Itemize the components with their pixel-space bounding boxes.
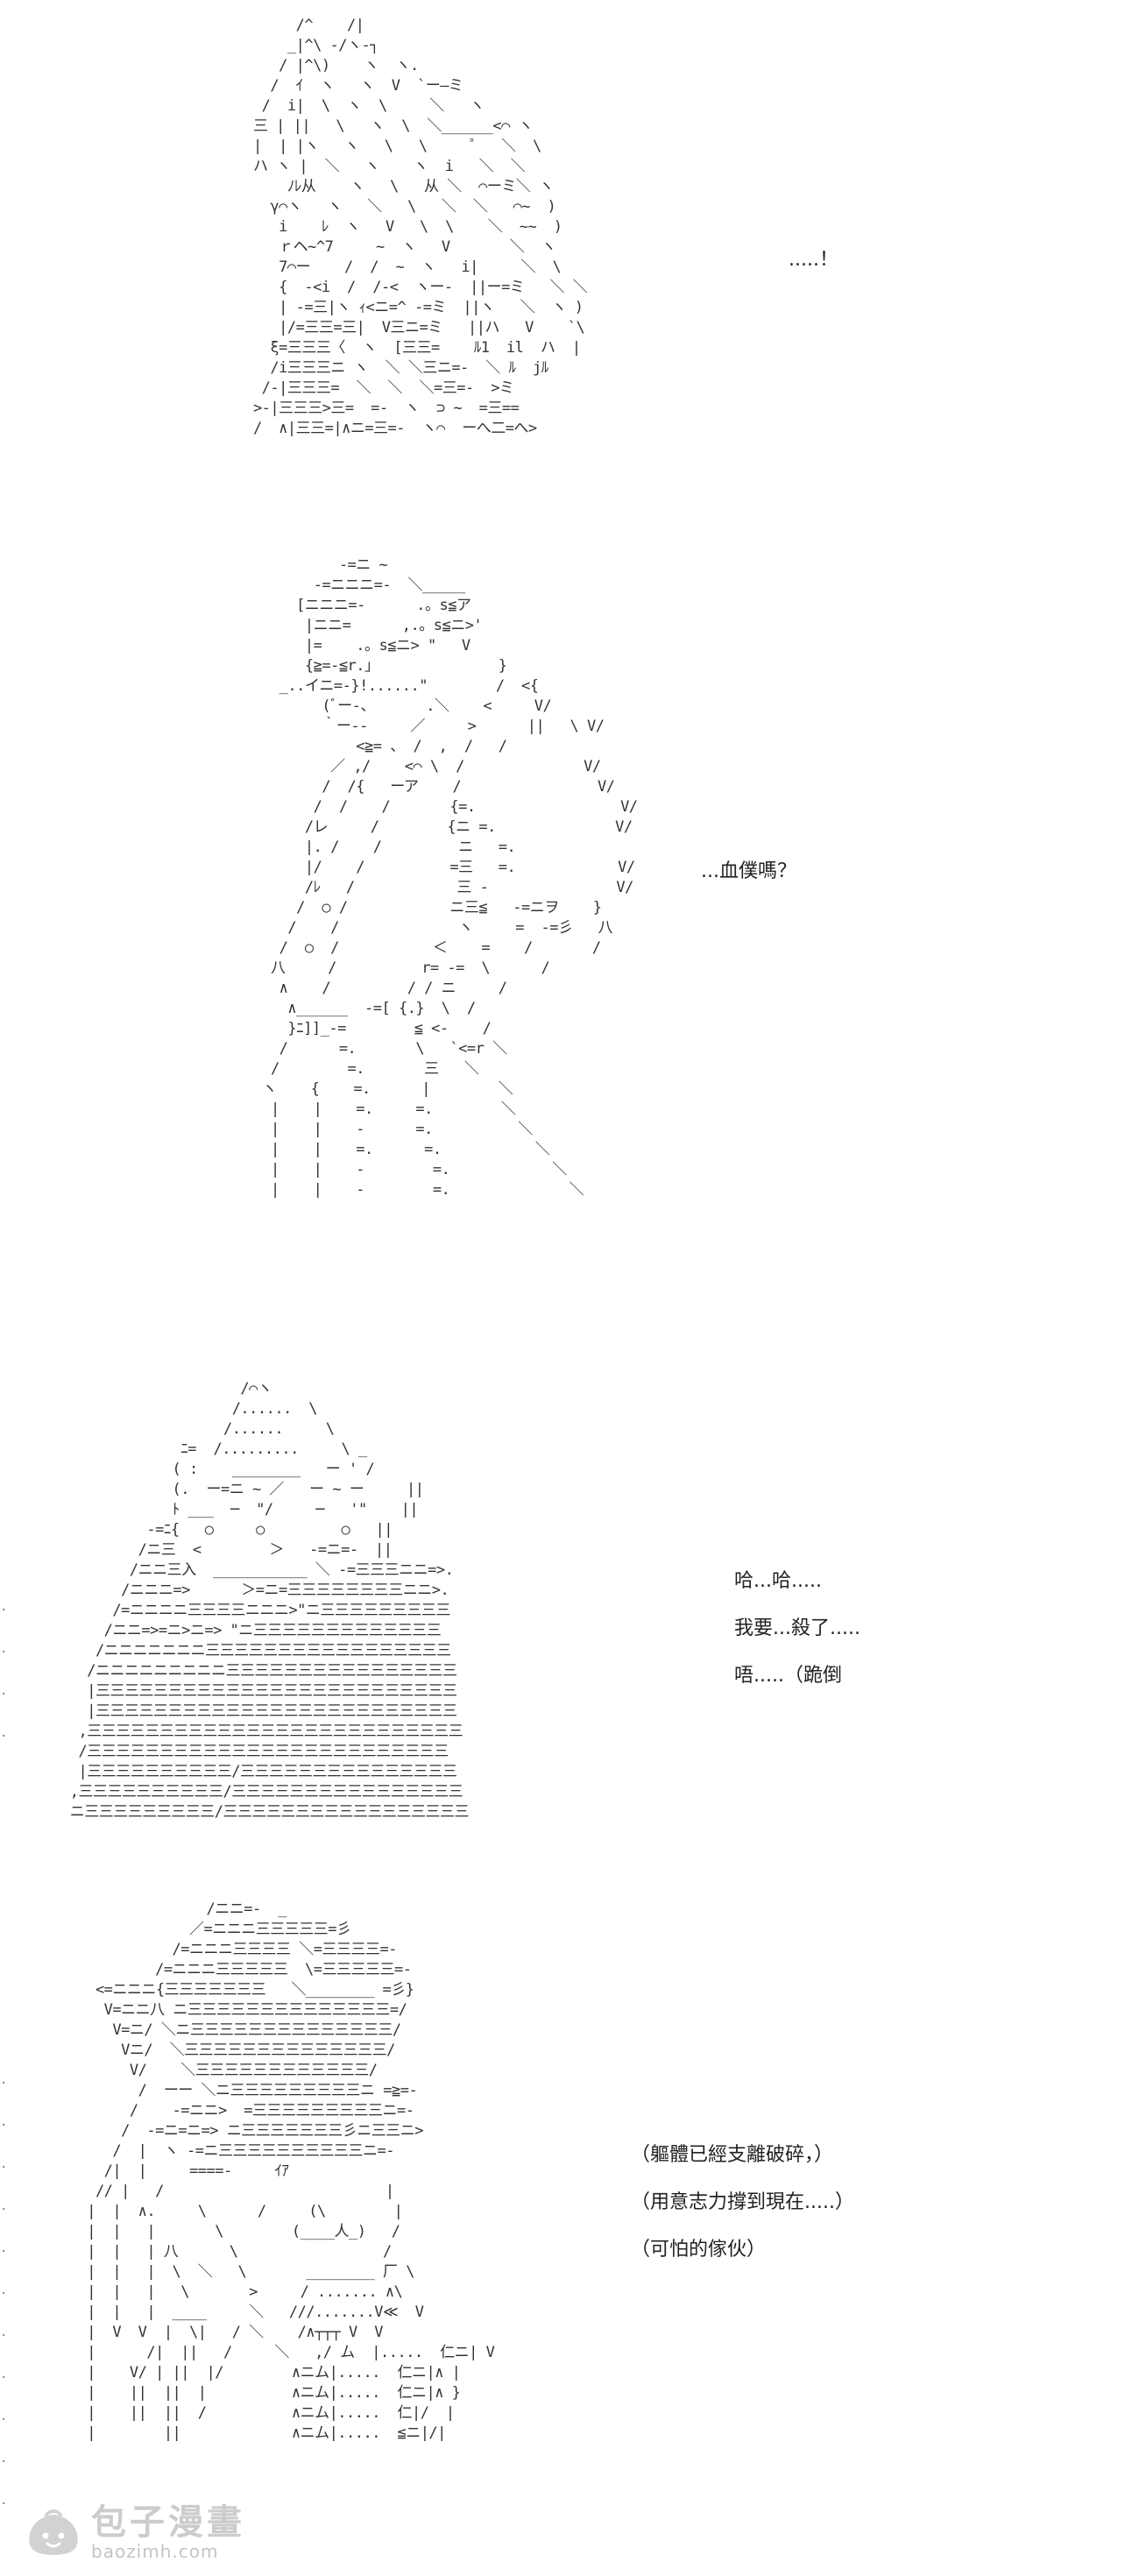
watermark-name: 包子漫畫 <box>91 2502 245 2543</box>
dialog-line: 我要...殺了..... <box>734 1617 860 1639</box>
bun-logo-icon <box>25 2506 82 2558</box>
dialog-line: ...血僕嗎？ <box>701 860 796 882</box>
dialog-line: （軀體已經支離破碎，） <box>631 2144 834 2166</box>
dialog-1: .....！ <box>789 247 838 294</box>
panel-3: /⌒ヽ /...... \ /...... \ ﾆ= /......... \ … <box>0 1367 1139 1875</box>
dialog-4: （軀體已經支離破碎，） （用意志力撐到現在.....） （可怕的傢伙） <box>631 2142 854 2284</box>
panel-2: -=ニ ~ -=ニニニ=- ＼_____ [ニニニ=- .。s≦ア |ニニ= ,… <box>0 543 1139 1349</box>
dialog-line: （用意志力撐到現在.....） <box>631 2191 854 2213</box>
ascii-art-figure-3: /⌒ヽ /...... \ /...... \ ﾆ= /......... \ … <box>69 1380 470 1821</box>
dialog-line: 唔.....（跪倒 <box>734 1665 842 1687</box>
ascii-art-figure-4: /ニニ=- _ ／=ニニニ三三三三三=彡 /=ニニニ三三三三 ＼=三三三三=- … <box>87 1900 495 2442</box>
dialog-3: 哈...哈..... 我要...殺了..... 唔.....（跪倒 <box>734 1568 860 1710</box>
dialog-line: .....！ <box>789 249 838 271</box>
ascii-art-figure-2: -=ニ ~ -=ニニニ=- ＼_____ [ニニニ=- .。s≦ア |ニニ= ,… <box>262 556 638 1199</box>
edge-marks: . . . . <box>0 1600 8 1740</box>
dialog-2: ...血僕嗎？ <box>701 859 796 906</box>
panel-4: /ニニ=- _ ／=ニニニ三三三三三=彡 /=ニニニ三三三三 ＼=三三三三=- … <box>0 1893 1139 2576</box>
panel-1: /^ /| _|^\ -/ヽ-┐ / |^\) ヽ ヽ. / ｲ ヽ ヽ V `… <box>0 0 1139 534</box>
dialog-line: 哈...哈..... <box>734 1570 822 1592</box>
watermark: 包子漫畫 baozimh.com <box>25 2497 287 2567</box>
watermark-domain: baozimh.com <box>91 2541 219 2562</box>
watermark-text: 包子漫畫 baozimh.com <box>91 2503 245 2561</box>
ascii-art-figure-1: /^ /| _|^\ -/ヽ-┐ / |^\) ヽ ヽ. / ｲ ヽ ヽ V `… <box>252 17 588 437</box>
edge-marks: . . . . . . . . . . . <box>0 2073 8 2508</box>
dialog-line: （可怕的傢伙） <box>631 2239 767 2261</box>
